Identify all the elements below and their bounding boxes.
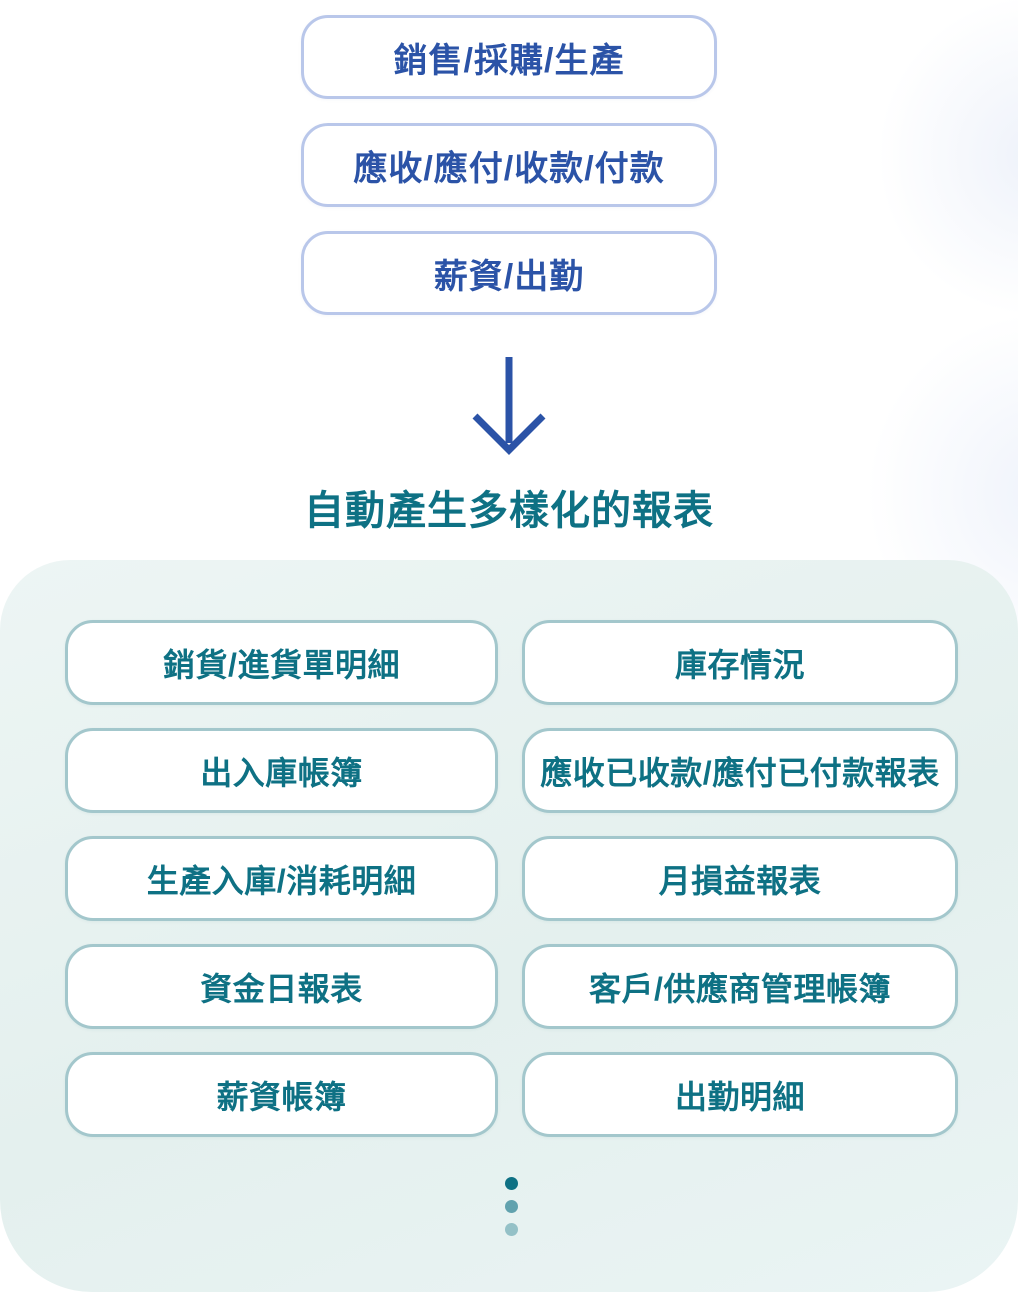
module-pill-label: 銷售/採購/生產 xyxy=(393,41,625,80)
module-pill-label: 應收/應付/收款/付款 xyxy=(353,149,665,188)
report-box-warehouse-ledger: 出入庫帳簿 xyxy=(65,728,498,813)
dot-icon xyxy=(505,1177,518,1190)
dot-icon xyxy=(505,1200,518,1213)
down-arrow-icon xyxy=(472,357,546,455)
report-box-production-consumption-detail: 生產入庫/消耗明細 xyxy=(65,836,498,921)
report-box-payroll-ledger: 薪資帳簿 xyxy=(65,1052,498,1137)
reports-heading: 自動產生多樣化的報表 xyxy=(304,489,714,533)
report-box-label: 月損益報表 xyxy=(658,862,822,899)
module-pill-receivable-payable: 應收/應付/收款/付款 xyxy=(301,123,717,207)
report-box-customer-supplier-ledger: 客戶/供應商管理帳簿 xyxy=(522,944,958,1029)
reports-panel: 銷貨/進貨單明細 庫存情況 出入庫帳簿 應收已收款/應付已付款報表 生產入庫/消… xyxy=(0,560,1018,1292)
report-box-received-paid-report: 應收已收款/應付已付款報表 xyxy=(522,728,958,813)
report-box-label: 生產入庫/消耗明細 xyxy=(146,862,417,899)
report-box-attendance-detail: 出勤明細 xyxy=(522,1052,958,1137)
report-box-label: 客戶/供應商管理帳簿 xyxy=(589,970,891,1007)
report-box-label: 薪資帳簿 xyxy=(216,1078,347,1115)
module-pill-payroll-attendance: 薪資/出勤 xyxy=(301,231,717,315)
input-modules-stack: 銷售/採購/生產 應收/應付/收款/付款 薪資/出勤 xyxy=(0,0,1018,339)
report-box-label: 銷貨/進貨單明細 xyxy=(163,646,400,683)
dot-icon xyxy=(505,1223,518,1236)
reports-grid: 銷貨/進貨單明細 庫存情況 出入庫帳簿 應收已收款/應付已付款報表 生產入庫/消… xyxy=(65,620,958,1137)
more-items-dots xyxy=(65,1177,958,1236)
report-box-label: 應收已收款/應付已付款報表 xyxy=(540,754,940,791)
report-box-monthly-pl-report: 月損益報表 xyxy=(522,836,958,921)
module-pill-label: 薪資/出勤 xyxy=(433,257,585,296)
report-box-label: 庫存情況 xyxy=(674,646,805,683)
report-box-label: 出入庫帳簿 xyxy=(200,754,363,791)
flow-arrow-container xyxy=(0,355,1018,457)
report-box-inventory-status: 庫存情況 xyxy=(522,620,958,705)
report-box-label: 資金日報表 xyxy=(200,970,363,1007)
report-box-sales-purchase-detail: 銷貨/進貨單明細 xyxy=(65,620,498,705)
module-pill-sales-purchase-production: 銷售/採購/生產 xyxy=(301,15,717,99)
report-box-label: 出勤明細 xyxy=(674,1078,805,1115)
report-box-cash-daily-report: 資金日報表 xyxy=(65,944,498,1029)
